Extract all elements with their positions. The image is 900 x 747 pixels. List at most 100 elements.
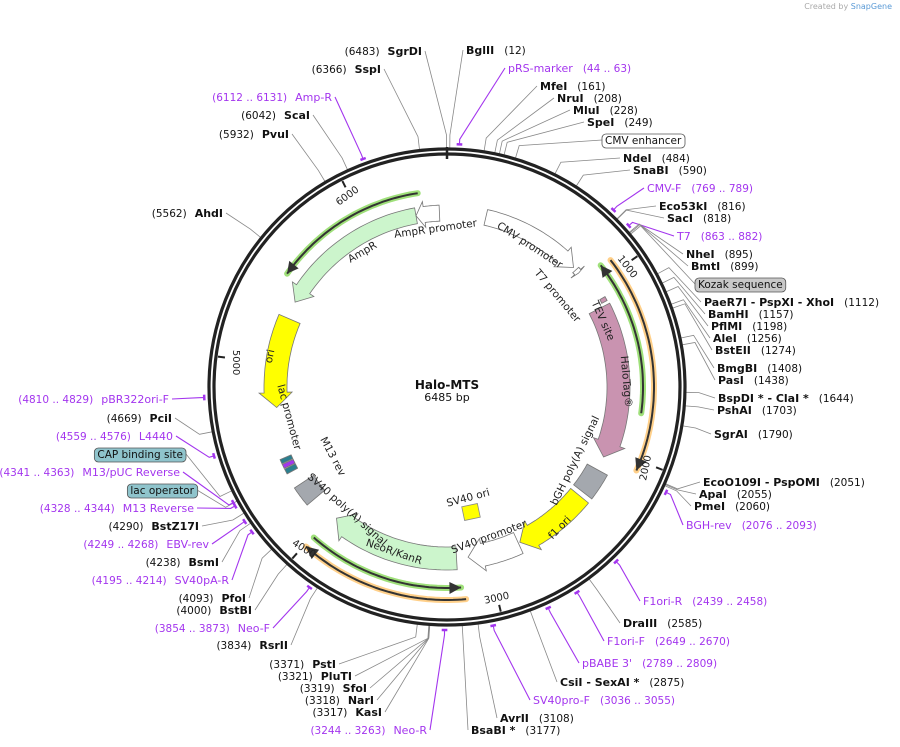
enzyme-label-draiii[interactable]: DraIII(2585) xyxy=(623,617,702,630)
label-text[interactable]: (4810 .. 4829)pBR322ori-F xyxy=(18,393,169,406)
label-text[interactable]: NheI(895) xyxy=(686,248,753,261)
label-text[interactable]: ApaI(2055) xyxy=(699,488,772,501)
label-text[interactable]: (4093)PfoI xyxy=(179,592,246,605)
label-text[interactable]: (3318)NarI xyxy=(305,694,374,707)
feature-box-cmv-enhancer[interactable]: CMV enhancer xyxy=(601,133,686,149)
enzyme-label-bsabi[interactable]: BsaBI *(3177) xyxy=(471,724,560,737)
label-text[interactable]: (4290)BstZ17I xyxy=(109,520,200,533)
cap-site-feature[interactable] xyxy=(279,454,294,465)
label-text[interactable]: BstEII(1274) xyxy=(715,344,796,357)
enzyme-label-sgrdi[interactable]: (6483)SgrDI xyxy=(345,45,422,58)
label-text[interactable]: PasI(1438) xyxy=(718,374,789,387)
ori-feature[interactable] xyxy=(258,313,301,409)
enzyme-label-snabi[interactable]: SnaBI(590) xyxy=(633,164,707,177)
primer-label-neo-f[interactable]: (3854 .. 3873)Neo-F xyxy=(155,622,270,635)
primer-label-pbabe-3[interactable]: pBABE 3'(2789 .. 2809) xyxy=(582,657,717,670)
enzyme-label-bglii[interactable]: BglII(12) xyxy=(466,44,526,57)
orf-green-ampr[interactable] xyxy=(286,192,418,275)
label-text[interactable]: (3854 .. 3873)Neo-F xyxy=(155,622,270,635)
enzyme-label-mlui[interactable]: MluI(228) xyxy=(573,104,638,117)
orf-orange-halotag[interactable] xyxy=(609,259,655,471)
tev-site-feature[interactable] xyxy=(599,296,608,304)
m13-rev-feature[interactable] xyxy=(281,458,296,470)
enzyme-label-pmei[interactable]: PmeI(2060) xyxy=(694,500,770,513)
f1-ori-feature[interactable] xyxy=(519,487,590,551)
primer-label-prs-marker[interactable]: pRS-marker(44 .. 63) xyxy=(508,62,631,75)
primer-label-l4440[interactable]: (4559 .. 4576)L4440 xyxy=(56,430,173,443)
primer-label-bgh-rev[interactable]: BGH-rev(2076 .. 2093) xyxy=(686,519,817,532)
label-text[interactable]: PmeI(2060) xyxy=(694,500,770,513)
ampr-feature[interactable] xyxy=(291,207,418,303)
label-text[interactable]: (4559 .. 4576)L4440 xyxy=(56,430,173,443)
enzyme-label-pvui[interactable]: (5932)PvuI xyxy=(219,128,289,141)
label-text[interactable]: AleI(1256) xyxy=(713,332,782,345)
label-text[interactable]: (3319)SfoI xyxy=(300,682,367,695)
label-text[interactable]: CAP binding site xyxy=(97,449,183,461)
label-text[interactable]: (6112 .. 6131)Amp-R xyxy=(212,91,332,104)
primer-label-ebv-rev[interactable]: (4249 .. 4268)EBV-rev xyxy=(83,538,209,551)
enzyme-label-mfei[interactable]: MfeI(161) xyxy=(540,80,606,93)
enzyme-label-pasi[interactable]: PasI(1438) xyxy=(718,374,789,387)
enzyme-label-spei[interactable]: SpeI(249) xyxy=(587,116,653,129)
enzyme-label-kasi[interactable]: (3317)KasI xyxy=(312,706,382,719)
primer-label-f1ori-f[interactable]: F1ori-F(2649 .. 2670) xyxy=(607,635,730,648)
orf-green-neor[interactable] xyxy=(313,536,462,589)
label-text[interactable]: PflMI(1198) xyxy=(711,320,787,333)
enzyme-label-nrui[interactable]: NruI(208) xyxy=(557,92,622,105)
enzyme-label-bstbi[interactable]: (4000)BstBI xyxy=(176,604,252,617)
label-text[interactable]: BspDI * - ClaI *(1644) xyxy=(718,392,854,405)
enzyme-label-alei[interactable]: AleI(1256) xyxy=(713,332,782,345)
label-text[interactable]: SV40pro-F(3036 .. 3055) xyxy=(533,694,675,707)
label-text[interactable]: (4000)BstBI xyxy=(176,604,252,617)
label-text[interactable]: (3371)PstI xyxy=(269,658,336,671)
t7-promoter-feature[interactable] xyxy=(570,265,585,279)
label-text[interactable]: SpeI(249) xyxy=(587,116,653,129)
primer-label-cmv-f[interactable]: CMV-F(769 .. 789) xyxy=(647,182,753,195)
enzyme-label-pluti[interactable]: (3321)PluTI xyxy=(278,670,352,683)
ampr-promoter-feature[interactable] xyxy=(415,200,441,229)
label-text[interactable]: SacI(818) xyxy=(667,212,731,225)
label-text[interactable]: (4195 .. 4214)SV40pA-R xyxy=(92,574,230,587)
label-text[interactable]: MluI(228) xyxy=(573,104,638,117)
label-text[interactable]: (4669)PciI xyxy=(107,412,172,425)
enzyme-label-bsmi[interactable]: (4238)BsmI xyxy=(146,556,219,569)
label-text[interactable]: BsaBI *(3177) xyxy=(471,724,560,737)
enzyme-label-ahdi[interactable]: (5562)AhdI xyxy=(152,207,223,220)
label-text[interactable]: NdeI(484) xyxy=(623,152,690,165)
label-text[interactable]: (5562)AhdI xyxy=(152,207,223,220)
sv40-ori-feature[interactable] xyxy=(461,503,481,521)
label-text[interactable]: BglII(12) xyxy=(466,44,526,57)
orf-orange-neor[interactable] xyxy=(305,545,467,601)
label-text[interactable]: DraIII(2585) xyxy=(623,617,702,630)
sv40-promoter-feature[interactable] xyxy=(467,531,524,572)
label-text[interactable]: (5932)PvuI xyxy=(219,128,289,141)
label-text[interactable]: F1ori-R(2439 .. 2458) xyxy=(643,595,767,608)
label-text[interactable]: (3834)RsrII xyxy=(216,639,288,652)
label-text[interactable]: (3317)KasI xyxy=(312,706,382,719)
enzyme-label-sspi[interactable]: (6366)SspI xyxy=(312,63,381,76)
enzyme-label-csii-sexai[interactable]: CsiI - SexAI *(2875) xyxy=(560,676,684,689)
label-text[interactable]: SgrAI(1790) xyxy=(714,428,793,441)
bgh-polya-feature[interactable] xyxy=(573,463,608,500)
feature-box-lac-operator[interactable]: lac operator xyxy=(126,483,199,499)
neor-kanr-feature[interactable] xyxy=(336,513,458,571)
enzyme-label-bstz17i[interactable]: (4290)BstZ17I xyxy=(109,520,200,533)
primer-label-m13-reverse[interactable]: (4328 .. 4344)M13 Reverse xyxy=(40,502,194,515)
enzyme-label-saci[interactable]: SacI(818) xyxy=(667,212,731,225)
enzyme-label-ndei[interactable]: NdeI(484) xyxy=(623,152,690,165)
label-text[interactable]: AvrII(3108) xyxy=(500,712,574,725)
enzyme-label-avrii[interactable]: AvrII(3108) xyxy=(500,712,574,725)
enzyme-label-sfoi[interactable]: (3319)SfoI xyxy=(300,682,367,695)
enzyme-label-rsrii[interactable]: (3834)RsrII xyxy=(216,639,288,652)
orf-green-halotag[interactable] xyxy=(599,264,644,414)
cmv-promoter-feature[interactable] xyxy=(483,209,574,268)
label-text[interactable]: F1ori-F(2649 .. 2670) xyxy=(607,635,730,648)
enzyme-label-pshai[interactable]: PshAI(1703) xyxy=(717,404,797,417)
label-text[interactable]: (4341 .. 4363)M13/pUC Reverse xyxy=(0,466,180,479)
primer-label-f1ori-r[interactable]: F1ori-R(2439 .. 2458) xyxy=(643,595,767,608)
halotag-feature[interactable] xyxy=(588,302,631,458)
primer-label-amp-r[interactable]: (6112 .. 6131)Amp-R xyxy=(212,91,332,104)
enzyme-label-ecoo109i-pspomi[interactable]: EcoO109I - PspOMI(2051) xyxy=(703,476,865,489)
enzyme-label-bmgbi[interactable]: BmgBI(1408) xyxy=(717,362,802,375)
enzyme-label-pfoi[interactable]: (4093)PfoI xyxy=(179,592,246,605)
